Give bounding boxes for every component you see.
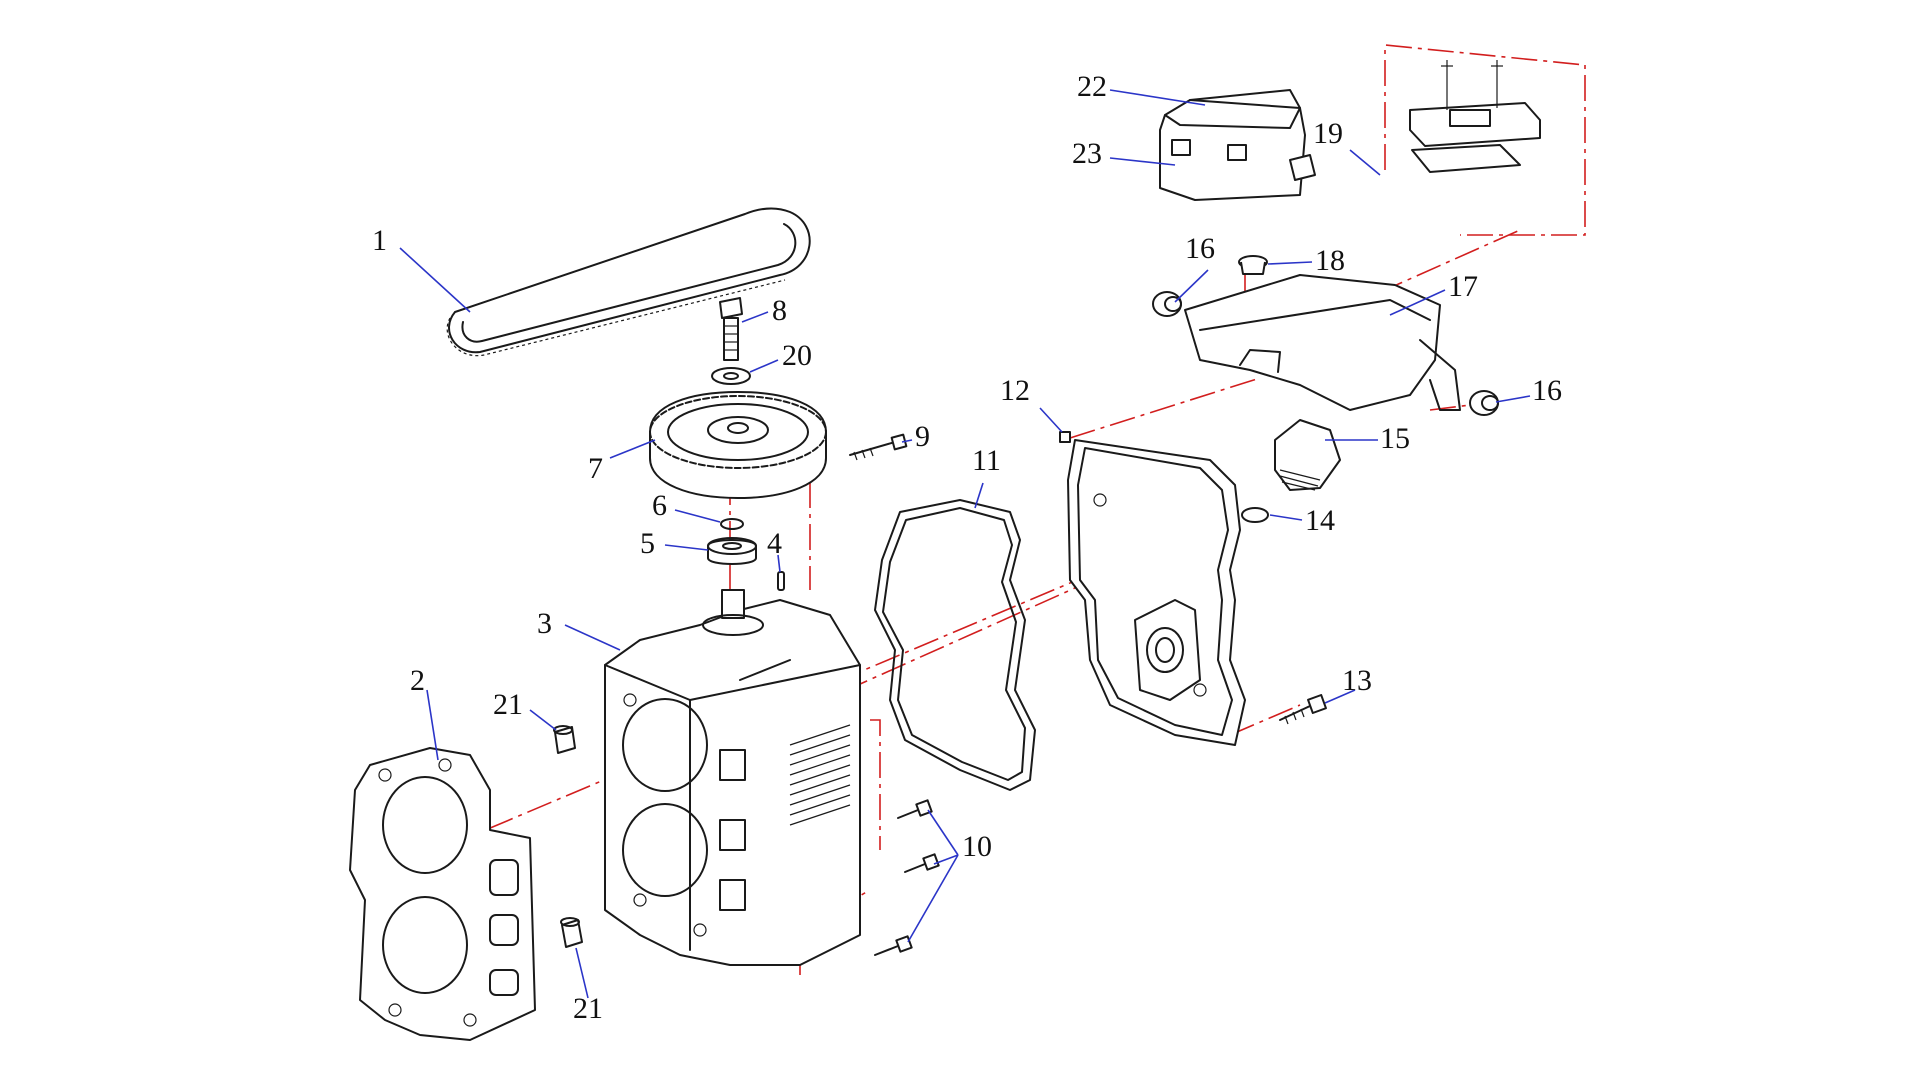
bolts-10 <box>874 799 940 956</box>
label-part-12: 12 <box>1000 374 1030 407</box>
oil-filler-cap <box>1274 419 1341 491</box>
leader-16b <box>1495 395 1531 403</box>
o-ring-14 <box>1241 507 1269 523</box>
timing-cover <box>1184 274 1461 411</box>
label-part-1: 1 <box>372 224 387 257</box>
label-part-18: 18 <box>1315 244 1345 277</box>
head-gasket <box>349 747 536 1041</box>
leader-8 <box>741 311 769 323</box>
label-part-11: 11 <box>972 444 1001 477</box>
part-number-labels: 1 2 3 4 5 6 7 8 9 10 11 12 13 14 15 16 1… <box>372 70 1562 1025</box>
bracket-19-frame <box>1384 44 1586 236</box>
grommet-16-lower <box>1469 390 1499 416</box>
bracket-assembly-19 <box>1409 60 1541 173</box>
leader-19 <box>1349 149 1381 176</box>
label-part-14: 14 <box>1305 504 1335 537</box>
dowel-pin-lower <box>560 917 583 948</box>
label-part-2: 2 <box>410 664 425 697</box>
label-part-21-upper: 21 <box>493 688 523 721</box>
label-part-15: 15 <box>1380 422 1410 455</box>
leader-21a <box>529 709 557 731</box>
leader-10a <box>927 809 959 856</box>
leader-20 <box>749 359 779 373</box>
centerline-grommet16 <box>1429 404 1471 411</box>
label-part-23: 23 <box>1072 137 1102 170</box>
label-part-16-upper: 16 <box>1185 232 1215 265</box>
leader-21b <box>575 947 589 999</box>
bolt-9 <box>849 433 908 461</box>
timing-pulley <box>649 391 827 499</box>
timing-belt <box>446 207 811 357</box>
battery-box <box>1159 89 1316 201</box>
leader-22 <box>1109 89 1206 106</box>
leader-6 <box>674 509 721 523</box>
leader-9 <box>901 439 913 443</box>
label-part-22: 22 <box>1077 70 1107 103</box>
label-part-20: 20 <box>782 339 812 372</box>
leader-10c <box>907 854 959 943</box>
label-part-10: 10 <box>962 830 992 863</box>
label-part-6: 6 <box>652 489 667 522</box>
label-part-16-lower: 16 <box>1532 374 1562 407</box>
leader-7 <box>609 439 656 459</box>
label-part-21-lower: 21 <box>573 992 603 1025</box>
grommet-16-upper <box>1152 291 1182 317</box>
o-ring-6 <box>720 518 744 530</box>
leader-10b <box>933 854 959 865</box>
cover-gasket <box>874 499 1036 791</box>
label-part-5: 5 <box>640 527 655 560</box>
leader-2 <box>426 689 439 761</box>
label-part-3: 3 <box>537 607 552 640</box>
centerline-bolt13 <box>1229 704 1301 736</box>
leader-4 <box>777 554 781 573</box>
label-part-19: 19 <box>1313 117 1343 150</box>
leader-17 <box>1389 289 1446 316</box>
label-part-8: 8 <box>772 294 787 327</box>
centerline-cover <box>1069 377 1261 439</box>
dowel-pin-upper <box>553 725 576 754</box>
label-part-4: 4 <box>767 527 782 560</box>
leader-23 <box>1109 157 1176 166</box>
leader-12 <box>1039 407 1063 433</box>
label-part-9: 9 <box>915 420 930 453</box>
washer-20 <box>711 367 751 385</box>
rubber-plug-18 <box>1238 255 1268 275</box>
label-part-17: 17 <box>1448 270 1478 303</box>
gear-bolt <box>719 297 743 361</box>
cylinder-head <box>604 589 861 966</box>
head-cover <box>1059 431 1246 746</box>
bolt-13 <box>1279 694 1327 725</box>
leader-18 <box>1267 261 1313 265</box>
leader-1 <box>399 247 471 313</box>
leader-16a <box>1174 269 1209 303</box>
leader-13 <box>1324 689 1356 704</box>
label-part-7: 7 <box>588 452 603 485</box>
woodruff-key-4 <box>777 571 785 591</box>
leader-14 <box>1269 514 1303 521</box>
leader-5 <box>664 544 709 551</box>
leader-11 <box>974 482 984 509</box>
leader-3 <box>564 624 621 651</box>
label-part-13: 13 <box>1342 664 1372 697</box>
centerline-bolt10-upper <box>870 719 881 850</box>
leader-lines <box>399 89 1531 999</box>
oil-seal-5 <box>707 537 757 565</box>
